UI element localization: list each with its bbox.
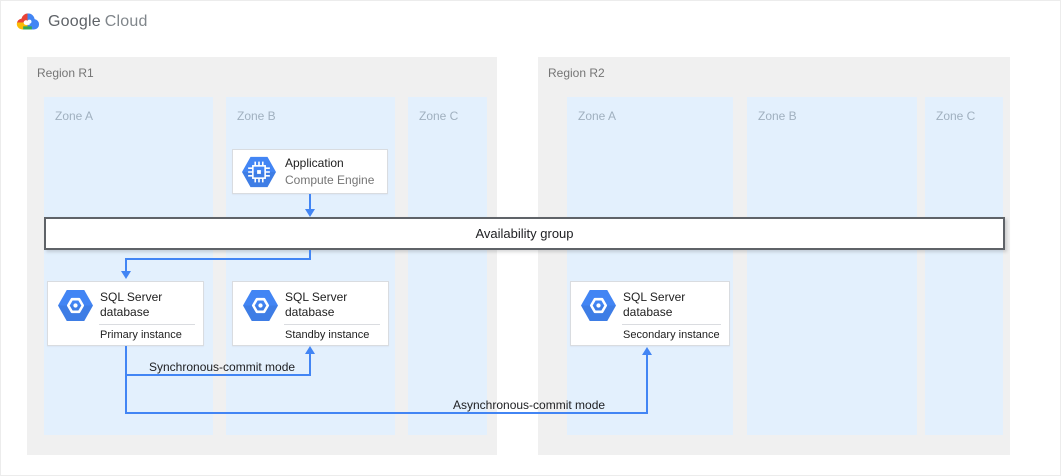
compute-engine-icon bbox=[242, 156, 276, 188]
sql-instance-role: Standby instance bbox=[285, 329, 370, 341]
sql-instance-role: Secondary instance bbox=[623, 329, 720, 341]
card-divider bbox=[99, 324, 195, 325]
arrowhead-down-icon bbox=[305, 209, 315, 217]
card-divider bbox=[284, 324, 380, 325]
cloud-sql-icon bbox=[243, 289, 278, 322]
sql-instance-role: Primary instance bbox=[100, 329, 182, 341]
sync-commit-label: Synchronous-commit mode bbox=[149, 360, 296, 374]
zone-label: Zone C bbox=[419, 109, 459, 123]
edge-group-to-primary-seg3 bbox=[125, 258, 127, 272]
region-r1: Region R1 Zone A Zone B Zone C bbox=[27, 57, 497, 455]
zone-label: Zone A bbox=[578, 109, 617, 123]
region-r2: Region R2 Zone A Zone B Zone C bbox=[538, 57, 1010, 455]
application-node: Application Compute Engine bbox=[232, 149, 388, 194]
brand-google: Google bbox=[48, 13, 101, 30]
edge-sync-horizontal bbox=[125, 374, 311, 376]
region-r1-label: Region R1 bbox=[37, 66, 94, 80]
region-r2-zone-a: Zone A bbox=[567, 97, 733, 435]
sql-title: SQL Server database bbox=[623, 290, 686, 319]
arrowhead-down-icon bbox=[121, 271, 131, 279]
sql-title: SQL Server database bbox=[285, 290, 348, 319]
region-r1-zone-c: Zone C bbox=[408, 97, 487, 435]
cloud-sql-icon bbox=[581, 289, 616, 322]
application-title: Application bbox=[285, 156, 344, 170]
region-r2-label: Region R2 bbox=[548, 66, 605, 80]
zone-label: Zone B bbox=[758, 109, 797, 123]
availability-group-label: Availability group bbox=[475, 226, 574, 241]
zone-label: Zone A bbox=[55, 109, 94, 123]
sql-secondary-node: SQL Server database Secondary instance bbox=[570, 281, 730, 346]
application-subtitle: Compute Engine bbox=[285, 173, 375, 187]
google-cloud-logo-icon bbox=[16, 13, 40, 30]
region-r1-zone-b: Zone B bbox=[226, 97, 395, 435]
zone-label: Zone B bbox=[237, 109, 276, 123]
sql-primary-node: SQL Server database Primary instance bbox=[47, 281, 204, 346]
edge-async-horizontal bbox=[125, 412, 648, 414]
region-r2-zone-b: Zone B bbox=[747, 97, 917, 435]
zone-label: Zone C bbox=[936, 109, 976, 123]
cloud-sql-icon bbox=[58, 289, 93, 322]
arrowhead-up-icon bbox=[642, 347, 652, 355]
edge-app-to-group bbox=[309, 194, 311, 210]
availability-group-bar: Availability group bbox=[44, 217, 1005, 250]
edge-sync-vertical bbox=[309, 354, 311, 376]
edge-group-to-primary-seg2 bbox=[125, 258, 311, 260]
region-r1-zone-a: Zone A bbox=[44, 97, 213, 435]
edge-async-vertical bbox=[646, 355, 648, 413]
arrowhead-up-icon bbox=[305, 346, 315, 354]
sql-standby-node: SQL Server database Standby instance bbox=[232, 281, 389, 346]
card-divider bbox=[622, 324, 721, 325]
sql-title: SQL Server database bbox=[100, 290, 163, 319]
brand-cloud: Cloud bbox=[104, 13, 148, 30]
async-commit-label: Asynchronous-commit mode bbox=[453, 398, 606, 412]
edge-primary-down bbox=[125, 346, 127, 414]
region-r2-zone-c: Zone C bbox=[925, 97, 1003, 435]
edge-group-to-primary-seg1 bbox=[309, 250, 311, 260]
